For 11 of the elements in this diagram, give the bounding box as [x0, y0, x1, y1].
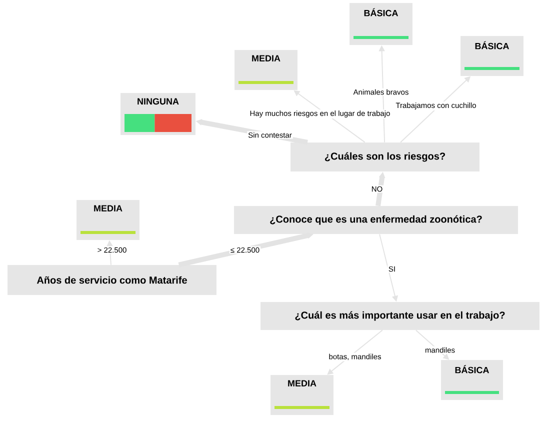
- question-box: ¿Cuál es más importante usar en el trabajo?: [260, 302, 540, 330]
- question-box: ¿Cuáles son los riesgos?: [290, 142, 480, 172]
- leaf-box: BÁSICA: [460, 36, 524, 76]
- leaf-box: MEDIA: [234, 50, 298, 90]
- leaf-box: BÁSICA: [441, 360, 503, 400]
- arrow: [327, 330, 383, 375]
- leaf-box: BÁSICA: [350, 3, 412, 45]
- leaf-box: MEDIA: [76, 200, 140, 240]
- leaf-box: MEDIA: [270, 375, 334, 415]
- question-box: ¿Conoce que es una enfermedad zoonótica?: [234, 206, 518, 234]
- question-box: Años de servicio como Matarife: [8, 265, 216, 295]
